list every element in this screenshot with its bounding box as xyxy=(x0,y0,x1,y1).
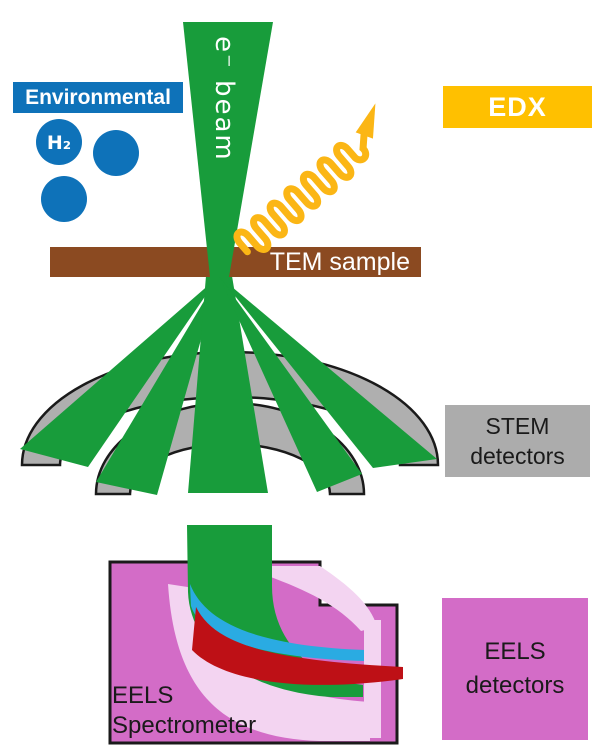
transmitted-beam-column xyxy=(188,276,268,493)
stem-detectors-label-box: STEM detectors xyxy=(445,405,590,477)
eels-spectrometer-line1: EELS xyxy=(112,682,174,709)
edx-label: EDX xyxy=(488,91,547,122)
scattered-ray-middle-left xyxy=(96,276,219,495)
gas-molecule-circle xyxy=(41,176,87,222)
exit-slit-upper xyxy=(364,620,381,668)
eels-detectors-line2: detectors xyxy=(465,672,565,699)
eels-spectrometer-label: EELS Spectrometer xyxy=(112,681,312,741)
eels-detectors-label-box: EELS detectors xyxy=(442,598,588,740)
gas-molecule-circle xyxy=(93,130,139,176)
tem-sample-label: TEM sample xyxy=(50,248,416,276)
e-beam-label: e⁻ beam xyxy=(209,36,239,196)
eels-spectrometer-line2: Spectrometer xyxy=(112,712,257,739)
electron-beam-cone xyxy=(183,22,273,277)
environmental-label: Environmental xyxy=(25,85,171,109)
exit-slit-lower xyxy=(364,681,381,738)
eels-spectrometer xyxy=(108,525,403,745)
eels-detectors-line1: EELS xyxy=(484,638,546,665)
scattered-ray-outer-left xyxy=(20,276,219,467)
xray-squiggle xyxy=(233,126,370,256)
environmental-label-box: Environmental xyxy=(13,82,183,113)
drift-tube-outer-wall xyxy=(168,584,370,741)
stem-detectors-line1: STEM xyxy=(485,413,550,439)
h2-text: H₂ xyxy=(46,132,72,154)
scattered-ray-outer-right xyxy=(219,276,437,468)
e-beam-text: e⁻ beam xyxy=(209,36,239,162)
xray-signal-arrow xyxy=(233,103,376,256)
stem-detectors-line2: detectors xyxy=(470,443,565,469)
h2-molecule-label: H₂ xyxy=(36,128,82,158)
eels-beam-cyan xyxy=(190,584,365,661)
scattered-ray-middle-right xyxy=(219,276,362,492)
edx-label-box: EDX xyxy=(443,86,592,128)
tem-sample-bar xyxy=(50,247,421,277)
tem-sample-text: TEM sample xyxy=(269,248,410,276)
eels-beam-red xyxy=(192,607,403,685)
h2-molecule-circle xyxy=(36,119,82,165)
xray-arrowhead xyxy=(355,103,376,139)
drift-tube-inner-wall xyxy=(268,566,377,631)
